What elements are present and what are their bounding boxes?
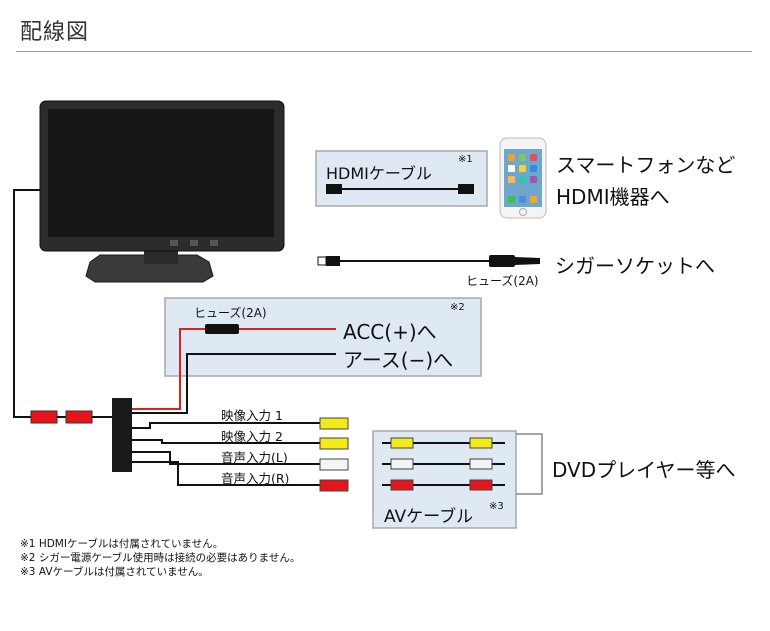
page-title: 配線図 bbox=[20, 20, 90, 45]
cigar-plug-icon bbox=[489, 255, 515, 267]
av-input-wires bbox=[132, 417, 349, 492]
smartphone-icon bbox=[499, 137, 547, 219]
acc-fuse-label: ヒューズ(2A) bbox=[194, 306, 267, 320]
dvd-target-label: DVDプレイヤー等へ bbox=[552, 458, 736, 482]
smartphone-target-line1: スマートフォンなど bbox=[556, 153, 736, 177]
footnote: ※3 AVケーブルは付属されていません。 bbox=[20, 566, 209, 578]
power-box bbox=[164, 297, 482, 377]
av-input-label: 映像入力 1 bbox=[221, 408, 283, 423]
title-divider bbox=[16, 51, 752, 52]
cigar-fuse-label: ヒューズ(2A) bbox=[466, 274, 539, 288]
red-connector bbox=[65, 410, 93, 424]
smartphone-target-line2: HDMI機器へ bbox=[556, 185, 670, 209]
av-cable-mark: ※3 bbox=[489, 501, 504, 512]
hdmi-cable-mark: ※1 bbox=[458, 154, 473, 165]
footnote: ※1 HDMIケーブルは付属されていません。 bbox=[20, 538, 224, 550]
av-input-label: 音声入力(R) bbox=[221, 471, 290, 486]
footnotes: ※1 HDMIケーブルは付属されていません。 ※2 シガー電源ケーブル使用時は接… bbox=[20, 537, 300, 579]
junction-box bbox=[112, 398, 132, 472]
hdmi-cable-box bbox=[315, 150, 488, 207]
dvd-bracket bbox=[516, 433, 543, 495]
av-input-label: 映像入力 2 bbox=[221, 429, 283, 444]
monitor-icon bbox=[39, 100, 285, 283]
av-cable-label: AVケーブル bbox=[384, 507, 474, 527]
power-box-mark: ※2 bbox=[450, 302, 465, 313]
hdmi-plug-icon bbox=[326, 184, 342, 194]
footnote: ※2 シガー電源ケーブル使用時は接続の必要はありません。 bbox=[20, 552, 301, 564]
acc-label: ACC(+)へ bbox=[343, 320, 437, 344]
av-cable-icon bbox=[382, 437, 505, 491]
hdmi-plug-icon bbox=[458, 184, 474, 194]
av-input-label: 音声入力(L) bbox=[221, 450, 288, 465]
red-connector bbox=[30, 410, 58, 424]
monitor-cable bbox=[13, 189, 40, 418]
ground-label: アース(−)へ bbox=[343, 348, 454, 372]
hdmi-cable-label: HDMIケーブル bbox=[326, 164, 432, 183]
cigar-target-label: シガーソケットへ bbox=[555, 254, 715, 278]
